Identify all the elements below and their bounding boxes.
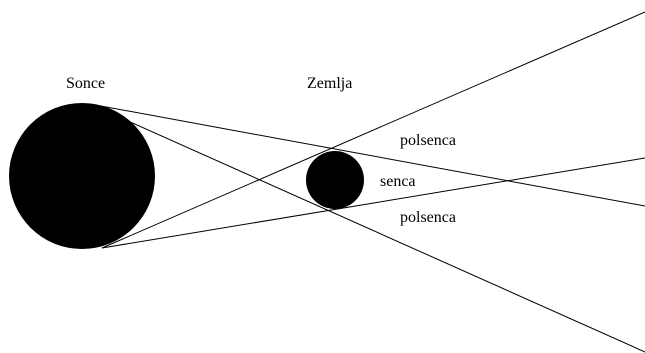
- ray-bottom-outer: [101, 157, 645, 249]
- ray-top-crossing: [89, 103, 645, 353]
- ray-top-outer: [89, 103, 645, 207]
- earth-disc: [306, 151, 364, 209]
- ray-bottom-crossing: [101, 11, 645, 249]
- earth-label: Zemlja: [307, 75, 352, 92]
- umbra-label: senca: [380, 173, 416, 190]
- penumbra-bottom-label: polsenca: [400, 209, 456, 226]
- sun-label: Sonce: [66, 75, 105, 92]
- penumbra-top-label: polsenca: [400, 132, 456, 149]
- sun-disc: [9, 103, 155, 249]
